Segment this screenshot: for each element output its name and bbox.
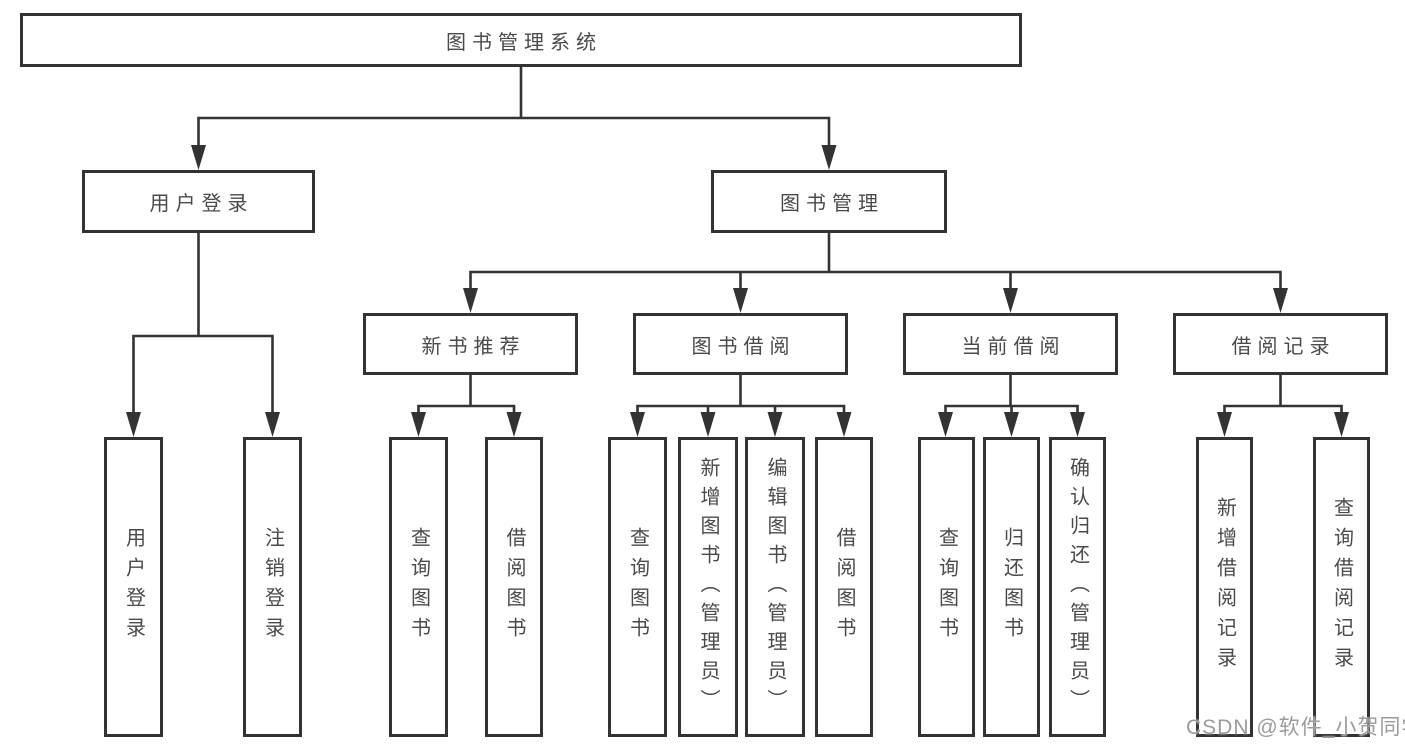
leaf-user-login: 用户登录 [104,437,163,737]
leaf-newbooks-query: 查询图书 [389,437,448,737]
connector-new-books-children [411,374,522,437]
node-book-mgmt: 图书管理 [711,170,947,233]
arrowhead-icon [1273,288,1288,313]
leaf-borrow-edit-admin: 编辑图书（管理员） [745,437,805,737]
node-root-label: 图书管理系统 [446,31,602,54]
arrowhead-icon [1070,412,1085,437]
node-root: 图书管理系统 [20,13,1022,67]
arrowhead-icon [821,145,837,170]
leaf-newbooks-borrow: 借阅图书 [485,437,543,737]
watermark: CSDN @软件_小贺同学 [1186,716,1405,739]
connector-book-borrow-children [630,374,852,437]
arrowhead-icon [1334,412,1349,437]
arrowhead-icon [126,412,141,437]
leaf-records-query-label: 查询借阅记录 [1330,497,1353,677]
leaf-current-confirm-admin: 确认归还（管理员） [1049,437,1106,737]
arrowhead-icon [767,412,783,437]
node-user-login-label: 用户登录 [149,193,254,215]
leaf-newbooks-borrow-label: 借阅图书 [503,527,525,647]
leaf-logout: 注销登录 [243,437,302,737]
arrowhead-icon [191,145,206,170]
arrowhead-icon [265,412,280,437]
arrowhead-icon [836,412,852,437]
leaf-borrow-query: 查询图书 [608,437,667,737]
arrowhead-icon [1004,412,1019,437]
node-borrow-records-label: 借阅记录 [1231,335,1336,358]
connector-book-mgmt-children [463,232,1288,313]
arrowhead-icon [733,288,748,313]
node-book-borrow: 图书借阅 [633,313,848,375]
node-new-books-label: 新书推荐 [421,335,526,358]
node-book-borrow-label: 图书借阅 [691,335,796,358]
node-book-mgmt-label: 图书管理 [780,193,884,215]
leaf-current-query: 查询图书 [918,437,975,737]
leaf-current-query-label: 查询图书 [935,527,958,647]
leaf-borrow-edit-admin-label: 编辑图书（管理员） [764,456,786,718]
node-borrow-records: 借阅记录 [1173,313,1388,375]
leaf-borrow-borrow-label: 借阅图书 [833,527,855,647]
arrowhead-icon [506,412,522,437]
leaf-borrow-query-label: 查询图书 [626,527,649,647]
leaf-newbooks-query-label: 查询图书 [407,527,430,647]
connector-user-login-children [126,232,280,437]
leaf-current-confirm-admin-label: 确认归还（管理员） [1066,456,1089,718]
node-current-borrow: 当前借阅 [903,313,1118,375]
connector-root-to-level2 [191,66,837,170]
connector-borrow-records-children [1217,374,1349,437]
leaf-records-query: 查询借阅记录 [1313,437,1370,737]
leaf-user-login-label: 用户登录 [122,527,145,647]
arrowhead-icon [630,412,645,437]
arrowhead-icon [411,412,426,437]
connector-current-borrow-children [938,374,1085,437]
arrowhead-icon [938,412,953,437]
leaf-borrow-add-admin-label: 新增图书（管理员） [697,456,719,718]
leaf-current-return: 归还图书 [983,437,1040,737]
leaf-records-add: 新增借阅记录 [1196,437,1253,737]
leaf-logout-label: 注销登录 [261,527,284,647]
node-new-books: 新书推荐 [363,313,578,375]
arrowhead-icon [700,412,716,437]
arrowhead-icon [1217,412,1232,437]
node-current-borrow-label: 当前借阅 [961,335,1066,358]
leaf-current-return-label: 归还图书 [1000,527,1023,647]
arrowhead-icon [463,288,478,313]
leaf-borrow-borrow: 借阅图书 [815,437,873,737]
leaf-borrow-add-admin: 新增图书（管理员） [678,437,738,737]
node-user-login: 用户登录 [82,170,315,233]
leaf-records-add-label: 新增借阅记录 [1213,497,1236,677]
arrowhead-icon [1003,288,1018,313]
